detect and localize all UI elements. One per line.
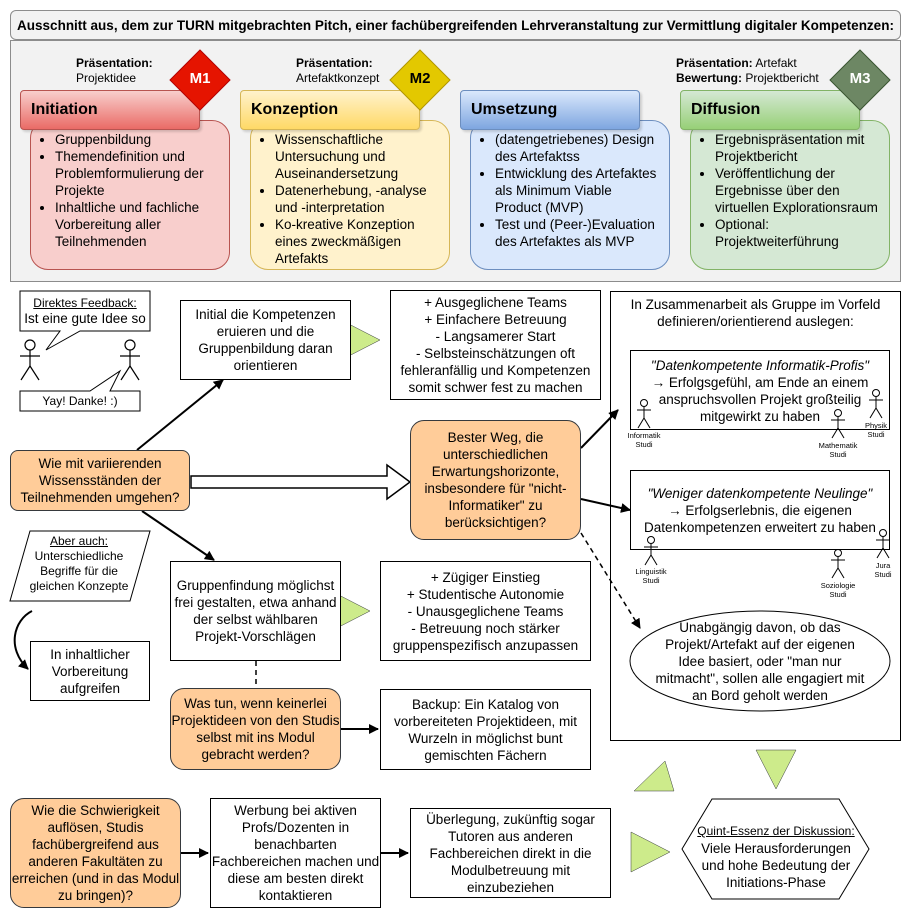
milestone-m3-label: M3 <box>849 70 871 87</box>
aber-auch-shape <box>9 530 151 602</box>
milestone-m2-label: M2 <box>409 70 431 87</box>
label-mathematik: Mathematik Studi <box>818 441 858 459</box>
tutoren-box: Überlegung, zukünftig sogar Tutoren aus … <box>410 808 611 898</box>
phase-umsetzung-body: (datengetriebenes) Design des Artefaktss… <box>470 120 670 270</box>
quint-essenz-text: Quint-Essenz der Diskussion: Viele Herau… <box>697 824 855 890</box>
label-linguistik: Linguistik Studi <box>635 567 667 585</box>
engagement-text: Unabgängig davon, ob das Projekt/Artefak… <box>655 620 865 703</box>
presentation-label-m1: Präsentation:Projektidee <box>76 56 153 85</box>
milestone-m1-label: M1 <box>189 70 211 87</box>
phase-konzeption-body: Wissenschaftliche Untersuchung und Ausei… <box>250 120 450 270</box>
stick-figure-right <box>120 339 140 381</box>
group-panel-head: In Zusammenarbeit als Gruppe im Vorfeld … <box>630 297 881 329</box>
label-informatik: Informatik Studi <box>627 431 661 449</box>
backup-box: Backup: Ein Katalog von vorbereiteten Pr… <box>380 689 591 770</box>
presentation-label-m3: Präsentation: Artefakt Bewertung: Projek… <box>676 56 819 85</box>
green-triangle-quint <box>630 831 671 873</box>
label-physik: Physik Studi <box>864 421 888 439</box>
milestone-m3-diamond <box>829 49 891 111</box>
green-triangle-down <box>755 749 797 790</box>
phase-diffusion-body: Ergebnispräsentation mit ProjektberichtV… <box>690 120 890 270</box>
main-question: Wie mit variierenden Wissensständen der … <box>10 450 190 511</box>
phase-initiation-head: Initiation <box>20 90 200 130</box>
phase-konzeption-head: Konzeption <box>240 90 420 130</box>
stick-figure-left <box>20 339 40 381</box>
engagement-ellipse <box>629 610 891 712</box>
group-a-box: "Datenkompetente Informatik-Profis" → Er… <box>630 350 890 430</box>
label-jura: Jura Studi <box>874 561 892 579</box>
feedback-answer: Yay! Danke! :) <box>42 394 118 408</box>
no-ideas-question: Was tun, wenn keinerlei Projektideen von… <box>170 688 341 770</box>
werbung-box: Werbung bei aktiven Profs/Dozenten in be… <box>210 798 381 908</box>
stick-figure-informatik <box>637 399 651 429</box>
speech-bubble-question <box>19 290 151 351</box>
hollow-arrow <box>190 463 412 501</box>
stick-figure-physik <box>869 389 883 419</box>
outreach-question: Wie die Schwierigkeit auflösen, Studis f… <box>10 798 181 908</box>
milestone-m1-diamond <box>169 49 231 111</box>
quint-hexagon <box>681 798 870 900</box>
inhalt-box: In inhaltlicher Vorbereitung aufgreifen <box>30 641 150 701</box>
group-b-box: "Weniger datenkompetente Neulinge" → Erf… <box>630 470 890 550</box>
phase-initiation-body: GruppenbildungThemendefinition und Probl… <box>30 120 230 270</box>
green-triangle-up <box>633 760 675 792</box>
stick-figure-jura <box>876 529 890 559</box>
presentation-label-m2: Präsentation:Artefaktkonzept <box>296 56 380 85</box>
speech-bubble-answer <box>19 369 141 412</box>
stick-figure-linguistik <box>644 536 658 566</box>
feedback-bubble: Direktes Feedback: Ist eine gute Idee so <box>24 296 146 326</box>
option-2-evaluation: + Zügiger Einstieg+ Studentische Autonom… <box>380 561 591 661</box>
page-title: Ausschnitt aus, dem zur TURN mitgebracht… <box>10 10 901 40</box>
label-soziologie: Soziologie Studi <box>820 581 856 599</box>
option-1-evaluation: + Ausgeglichene Teams+ Einfachere Betreu… <box>390 290 601 400</box>
phase-umsetzung-head: Umsetzung <box>460 90 640 130</box>
stick-figure-soziologie <box>831 549 845 579</box>
best-way-question: Bester Weg, die unterschiedlichen Erwart… <box>410 420 581 540</box>
milestone-m2-diamond <box>389 49 451 111</box>
aber-auch-text: Aber auch:Unterschiedliche Begriffe für … <box>29 534 129 593</box>
option-1-box: Initial die Kompetenzen eruieren und die… <box>180 300 351 380</box>
option-2-box: Gruppenfindung möglichst frei gestalten,… <box>170 561 341 661</box>
group-panel <box>610 291 901 741</box>
phase-diffusion-head: Diffusion <box>680 90 860 130</box>
